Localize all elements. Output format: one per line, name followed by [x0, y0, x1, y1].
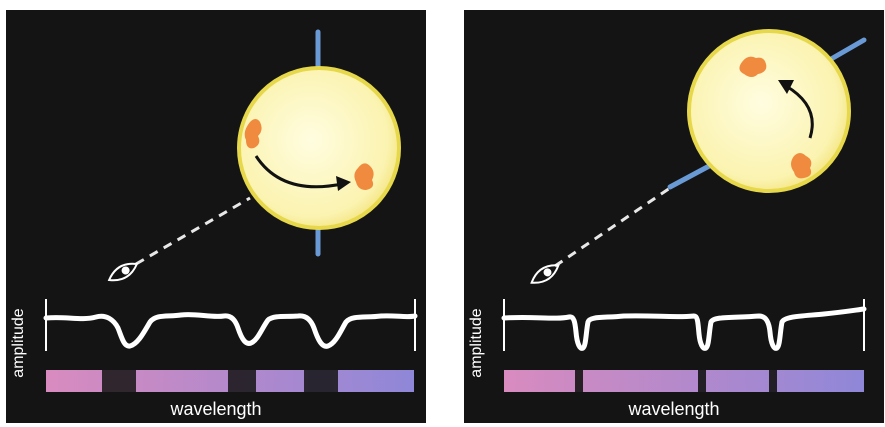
star — [237, 66, 401, 230]
band-gap-2 — [228, 370, 256, 392]
star-spot-top — [739, 56, 767, 77]
line-of-sight — [554, 186, 671, 268]
star-spot-right — [791, 153, 812, 179]
diagram-right-svg — [501, 29, 867, 392]
band-gap-3 — [304, 370, 338, 392]
eye-icon — [530, 264, 560, 284]
wavelength-axis-label: wavelength — [170, 399, 262, 419]
band-gap-1 — [102, 370, 136, 392]
line-of-sight — [135, 196, 251, 266]
band-gap-2 — [698, 370, 706, 392]
band-gap-3 — [769, 370, 777, 392]
diagram-panel-left: amplitude wavelength — [6, 10, 426, 423]
rotation-arrowhead — [336, 176, 351, 191]
band-gap-1 — [575, 370, 583, 392]
spectral-band — [504, 370, 864, 392]
spectrum-line — [43, 312, 418, 349]
amplitude-axis-label: amplitude — [468, 308, 485, 378]
eye-icon — [107, 262, 139, 282]
diagram-panel-right: amplitude wavelength — [464, 10, 884, 423]
amplitude-axis-label: amplitude — [10, 308, 27, 378]
star-spot-right — [354, 163, 374, 190]
star — [687, 29, 851, 193]
diagram-left-svg — [43, 29, 418, 392]
rotation-arrow — [254, 155, 343, 189]
rotation-arrowhead — [778, 80, 794, 94]
rotation-arrow — [785, 84, 814, 139]
star-spot-left — [244, 119, 262, 149]
spectrum-line — [501, 306, 867, 351]
wavelength-axis-label: wavelength — [628, 399, 720, 419]
